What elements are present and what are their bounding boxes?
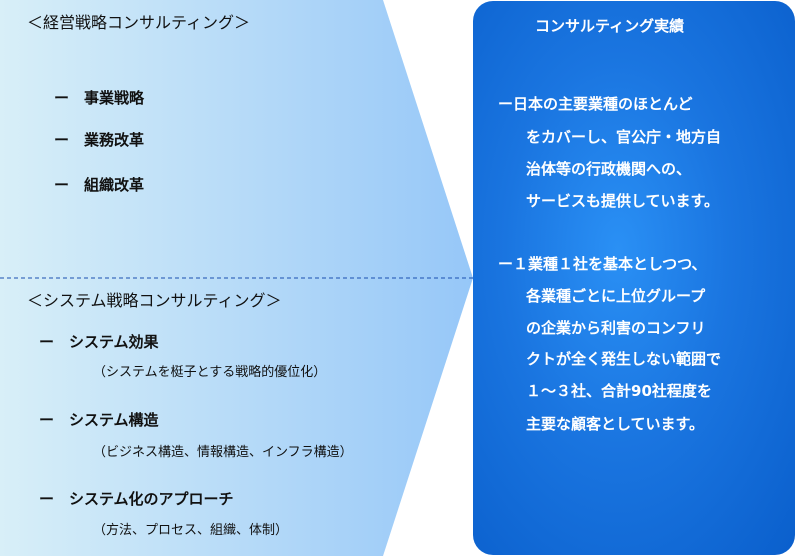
section2-item-dash: ー bbox=[39, 411, 55, 429]
section2-item-sub: （方法、プロセス、組織、体制） bbox=[93, 523, 289, 538]
section2-item: システム構造 bbox=[69, 411, 159, 429]
section1-item: 事業戦略 bbox=[84, 89, 145, 107]
para2-line: の企業から利害のコンフリ bbox=[526, 319, 706, 337]
section2-item: システム効果 bbox=[69, 333, 159, 351]
para1-line: をカバーし、官公庁・地方自 bbox=[526, 128, 722, 146]
para1-line: サービスも提供しています。 bbox=[526, 192, 720, 210]
section2-heading: ＜システム戦略コンサルティング＞ bbox=[27, 291, 282, 310]
para2-line: 主要な顧客としています。 bbox=[526, 415, 705, 433]
para2-line: １～３社、合計90社程度を bbox=[526, 382, 712, 400]
section1-item: 業務改革 bbox=[84, 131, 145, 149]
section2-item-dash: ー bbox=[39, 333, 55, 351]
section2-item-dash: ー bbox=[39, 490, 55, 508]
para2-line: 各業種ごとに上位グループ bbox=[526, 287, 706, 305]
section2-item: システム化のアプローチ bbox=[69, 490, 234, 508]
para2-line: ー１業種１社を基本としつつ、 bbox=[498, 255, 707, 273]
section2-item-sub: （システムを梃子とする戦略的優位化） bbox=[93, 365, 327, 380]
results-title: コンサルティング実績 bbox=[535, 17, 685, 35]
section1-heading: ＜経営戦略コンサルティング＞ bbox=[27, 13, 251, 32]
para1-line: 治体等の行政機関への、 bbox=[526, 160, 692, 178]
section1-item-dash: ー bbox=[54, 176, 70, 194]
section1-item-dash: ー bbox=[54, 131, 70, 149]
results-panel bbox=[473, 1, 795, 555]
para1-line: ー日本の主要業種のほとんど bbox=[498, 95, 693, 113]
section2-item-sub: （ビジネス構造、情報構造、インフラ構造） bbox=[93, 445, 353, 460]
section1-item: 組織改革 bbox=[84, 176, 145, 194]
para2-line: クトが全く発生しない範囲で bbox=[526, 350, 722, 368]
section1-item-dash: ー bbox=[54, 89, 70, 107]
